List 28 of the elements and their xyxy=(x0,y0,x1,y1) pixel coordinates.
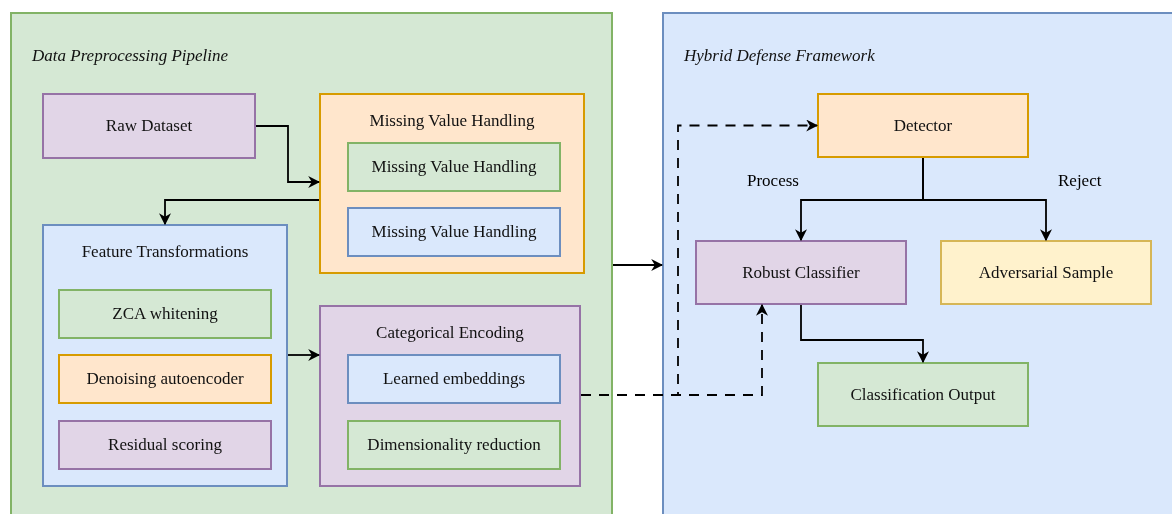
arrow xyxy=(255,125,321,188)
group-panel xyxy=(662,12,1172,514)
process-box: Detector xyxy=(817,93,1029,158)
process-box: Learned embeddings xyxy=(347,354,561,404)
arrow xyxy=(287,349,321,361)
group-panel xyxy=(42,224,288,487)
process-box: Missing Value Handling xyxy=(347,142,561,192)
group-title: Hybrid Defense Framework xyxy=(684,46,875,66)
arrow xyxy=(159,199,320,226)
group-title: Feature Transformations xyxy=(80,242,250,262)
process-box: Raw Dataset xyxy=(42,93,256,159)
arrow xyxy=(800,304,929,364)
process-box: ZCA whitening xyxy=(58,289,272,339)
arrow xyxy=(922,157,1052,242)
process-box: Denoising autoencoder xyxy=(58,354,272,404)
group-panel xyxy=(10,12,613,514)
process-box: Dimensionality reduction xyxy=(347,420,561,470)
group-title: Missing Value Handling xyxy=(368,111,536,131)
group-panel xyxy=(319,305,581,487)
group-title: Categorical Encoding xyxy=(375,323,525,343)
process-box: Residual scoring xyxy=(58,420,272,470)
process-box: Classification Output xyxy=(817,362,1029,427)
arrow xyxy=(612,259,664,271)
group-panel xyxy=(319,93,585,274)
group-title: Data Preprocessing Pipeline xyxy=(32,46,229,66)
process-box: Robust Classifier xyxy=(695,240,907,305)
process-box: Missing Value Handling xyxy=(347,207,561,257)
process-box: Adversarial Sample xyxy=(940,240,1152,305)
